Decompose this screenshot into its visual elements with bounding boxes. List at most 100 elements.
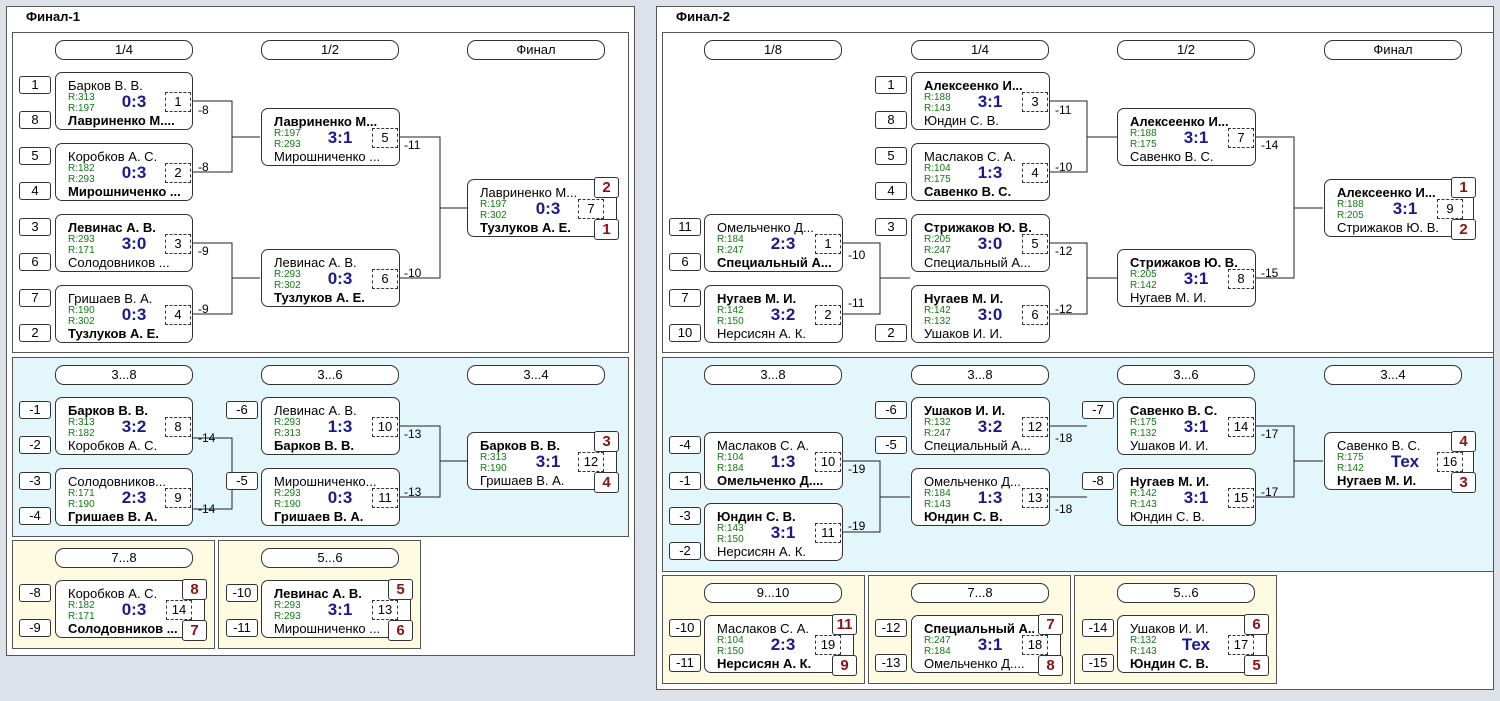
match-box[interactable]: Алексеенко И... R:188 R:175 3:1 7 Савенк… — [1117, 108, 1256, 166]
rating-2: R:143 — [924, 103, 951, 114]
match-score: 2:3 — [770, 234, 796, 253]
rating-1: R:104 — [717, 635, 744, 646]
round-header: 1/2 — [261, 40, 399, 60]
round-header: 1/4 — [911, 40, 1049, 60]
player-2: Юндин С. В. — [924, 113, 999, 128]
match-box[interactable]: Солодовников... R:171 R:190 2:3 9 Гришае… — [55, 468, 193, 526]
round-header: 1/8 — [704, 40, 842, 60]
rating-2: R:171 — [68, 245, 95, 256]
rating-1: R:197 — [480, 199, 507, 210]
match-score: 0:3 — [327, 269, 353, 288]
match-number: 2 — [815, 305, 841, 325]
seed-box: 4 — [19, 182, 51, 200]
rating-2: R:184 — [717, 463, 744, 474]
match-box[interactable]: Савенко В. С. R:175 R:132 3:1 14 Ушаков … — [1117, 397, 1256, 455]
match-box[interactable]: Коробков А. С. R:182 R:293 0:3 2 Мирошни… — [55, 143, 193, 201]
rating-2: R:171 — [68, 611, 95, 622]
match-box[interactable]: Нугаев М. И. R:142 R:132 3:0 6 Ушаков И.… — [911, 285, 1050, 343]
rating-1: R:313 — [68, 92, 95, 103]
match-box[interactable]: Мирошниченко... R:293 R:190 0:3 11 Гриша… — [261, 468, 400, 526]
match-box[interactable]: Левинас А. В. R:293 R:171 3:0 3 Солодовн… — [55, 214, 193, 272]
match-score: 3:1 — [1392, 199, 1418, 218]
loser-label: -13 — [404, 485, 422, 499]
rating-1: R:188 — [924, 92, 951, 103]
match-box[interactable]: Маслаков С. А. R:104 R:175 1:3 4 Савенко… — [911, 143, 1050, 201]
match-box[interactable]: Гришаев В. А. R:190 R:302 0:3 4 Тузлуков… — [55, 285, 193, 343]
seed-box: -15 — [1082, 654, 1114, 672]
match-box[interactable]: Ушаков И. И. R:132 R:143 Тех 17 Юндин С.… — [1117, 615, 1267, 673]
match-number: 10 — [815, 452, 841, 472]
player-1: Нугаев М. И. — [717, 291, 797, 306]
rating-2: R:247 — [924, 245, 951, 256]
match-number: 3 — [165, 234, 191, 254]
player-1: Барков В. В. — [68, 78, 143, 93]
player-2: Мирошниченко ... — [274, 149, 381, 164]
player-2: Омельченко Д.... — [717, 473, 824, 488]
player-2: Лавриненко М.... — [68, 113, 175, 128]
loser-label: -10 — [1055, 160, 1073, 174]
place-badge: 7 — [182, 620, 207, 641]
match-box[interactable]: Маслаков С. А. R:104 R:150 2:3 19 Нерсис… — [704, 615, 854, 673]
match-box[interactable]: Стрижаков Ю. В. R:205 R:142 3:1 8 Нугаев… — [1117, 249, 1256, 307]
round-header: 1/2 — [1117, 40, 1255, 60]
match-box[interactable]: Савенко В. С. R:175 R:142 Тех 16 Нугаев … — [1324, 432, 1474, 490]
rating-1: R:197 — [274, 128, 301, 139]
player-1: Левинас А. В. — [68, 220, 156, 235]
round-header: Финал — [467, 40, 605, 60]
seed-box: -8 — [19, 584, 51, 602]
player-2: Омельченко Д.... — [924, 656, 1025, 671]
loser-label: -18 — [1055, 431, 1073, 445]
player-1: Левинас А. В. — [274, 586, 362, 601]
place-badge: 6 — [388, 620, 413, 641]
seed-box: 2 — [19, 324, 51, 342]
match-box[interactable]: Ушаков И. И. R:132 R:247 3:2 12 Специаль… — [911, 397, 1050, 455]
player-2: Савенко В. С. — [1130, 149, 1214, 164]
match-box[interactable]: Левинас А. В. R:293 R:293 3:1 13 Мирошни… — [261, 580, 411, 638]
match-score: 0:3 — [121, 600, 147, 619]
round-header: 3...8 — [704, 365, 842, 385]
match-box[interactable]: Барков В. В. R:313 R:190 3:1 12 Гришаев … — [467, 432, 617, 490]
seed-box: -10 — [669, 619, 701, 637]
match-box[interactable]: Алексеенко И... R:188 R:205 3:1 9 Стрижа… — [1324, 179, 1474, 237]
match-box[interactable]: Юндин С. В. R:143 R:150 3:1 11 Нерсисян … — [704, 503, 843, 561]
match-number: 7 — [1228, 128, 1254, 148]
match-box[interactable]: Нугаев М. И. R:142 R:150 3:2 2 Нерсисян … — [704, 285, 843, 343]
match-number: 4 — [1022, 163, 1048, 183]
match-number: 9 — [165, 488, 191, 508]
match-box[interactable]: Лавриненко М... R:197 R:302 0:3 7 Тузлук… — [467, 179, 617, 237]
loser-label: -19 — [848, 519, 866, 533]
place-badge: 1 — [594, 219, 619, 240]
rating-2: R:190 — [68, 499, 95, 510]
rating-2: R:190 — [274, 499, 301, 510]
match-box[interactable]: Барков В. В. R:313 R:197 0:3 1 Лавриненк… — [55, 72, 193, 130]
loser-label: -15 — [1261, 266, 1279, 280]
loser-label: -17 — [1261, 427, 1279, 441]
place-badge: 9 — [832, 655, 857, 676]
match-number: 1 — [815, 234, 841, 254]
match-box[interactable]: Стрижаков Ю. В. R:205 R:247 3:0 5 Специа… — [911, 214, 1050, 272]
match-box[interactable]: Нугаев М. И. R:142 R:143 3:1 15 Юндин С.… — [1117, 468, 1256, 526]
match-box[interactable]: Специальный А... R:247 R:184 3:1 18 Омел… — [911, 615, 1061, 673]
match-box[interactable]: Барков В. В. R:313 R:182 3:2 8 Коробков … — [55, 397, 193, 455]
player-2: Нерсисян А. К. — [717, 326, 807, 341]
player-1: Алексеенко И... — [1130, 114, 1229, 129]
round-header: 9...10 — [704, 583, 842, 603]
rating-1: R:205 — [1130, 269, 1157, 280]
match-box[interactable]: Алексеенко И... R:188 R:143 3:1 3 Юндин … — [911, 72, 1050, 130]
loser-label: -14 — [1261, 138, 1279, 152]
match-box[interactable]: Левинас А. В. R:293 R:313 1:3 10 Барков … — [261, 397, 400, 455]
match-box[interactable]: Омельченко Д... R:184 R:247 2:3 1 Специа… — [704, 214, 843, 272]
loser-label: -8 — [198, 160, 209, 174]
match-box[interactable]: Коробков А. С. R:182 R:171 0:3 14 Солодо… — [55, 580, 205, 638]
loser-label: -9 — [198, 244, 209, 258]
player-1: Коробков А. С. — [68, 586, 158, 601]
rating-2: R:150 — [717, 316, 744, 327]
player-2: Специальный А... — [924, 255, 1031, 270]
match-box[interactable]: Омельченко Д... R:184 R:143 1:3 13 Юндин… — [911, 468, 1050, 526]
match-score: 3:1 — [770, 523, 796, 542]
match-box[interactable]: Лавриненко М... R:197 R:293 3:1 5 Мирошн… — [261, 108, 400, 166]
match-number: 8 — [1228, 269, 1254, 289]
match-box[interactable]: Левинас А. В. R:293 R:302 0:3 6 Тузлуков… — [261, 249, 400, 307]
match-box[interactable]: Маслаков С. А. R:104 R:184 1:3 10 Омельч… — [704, 432, 843, 490]
rating-2: R:142 — [1337, 463, 1364, 474]
